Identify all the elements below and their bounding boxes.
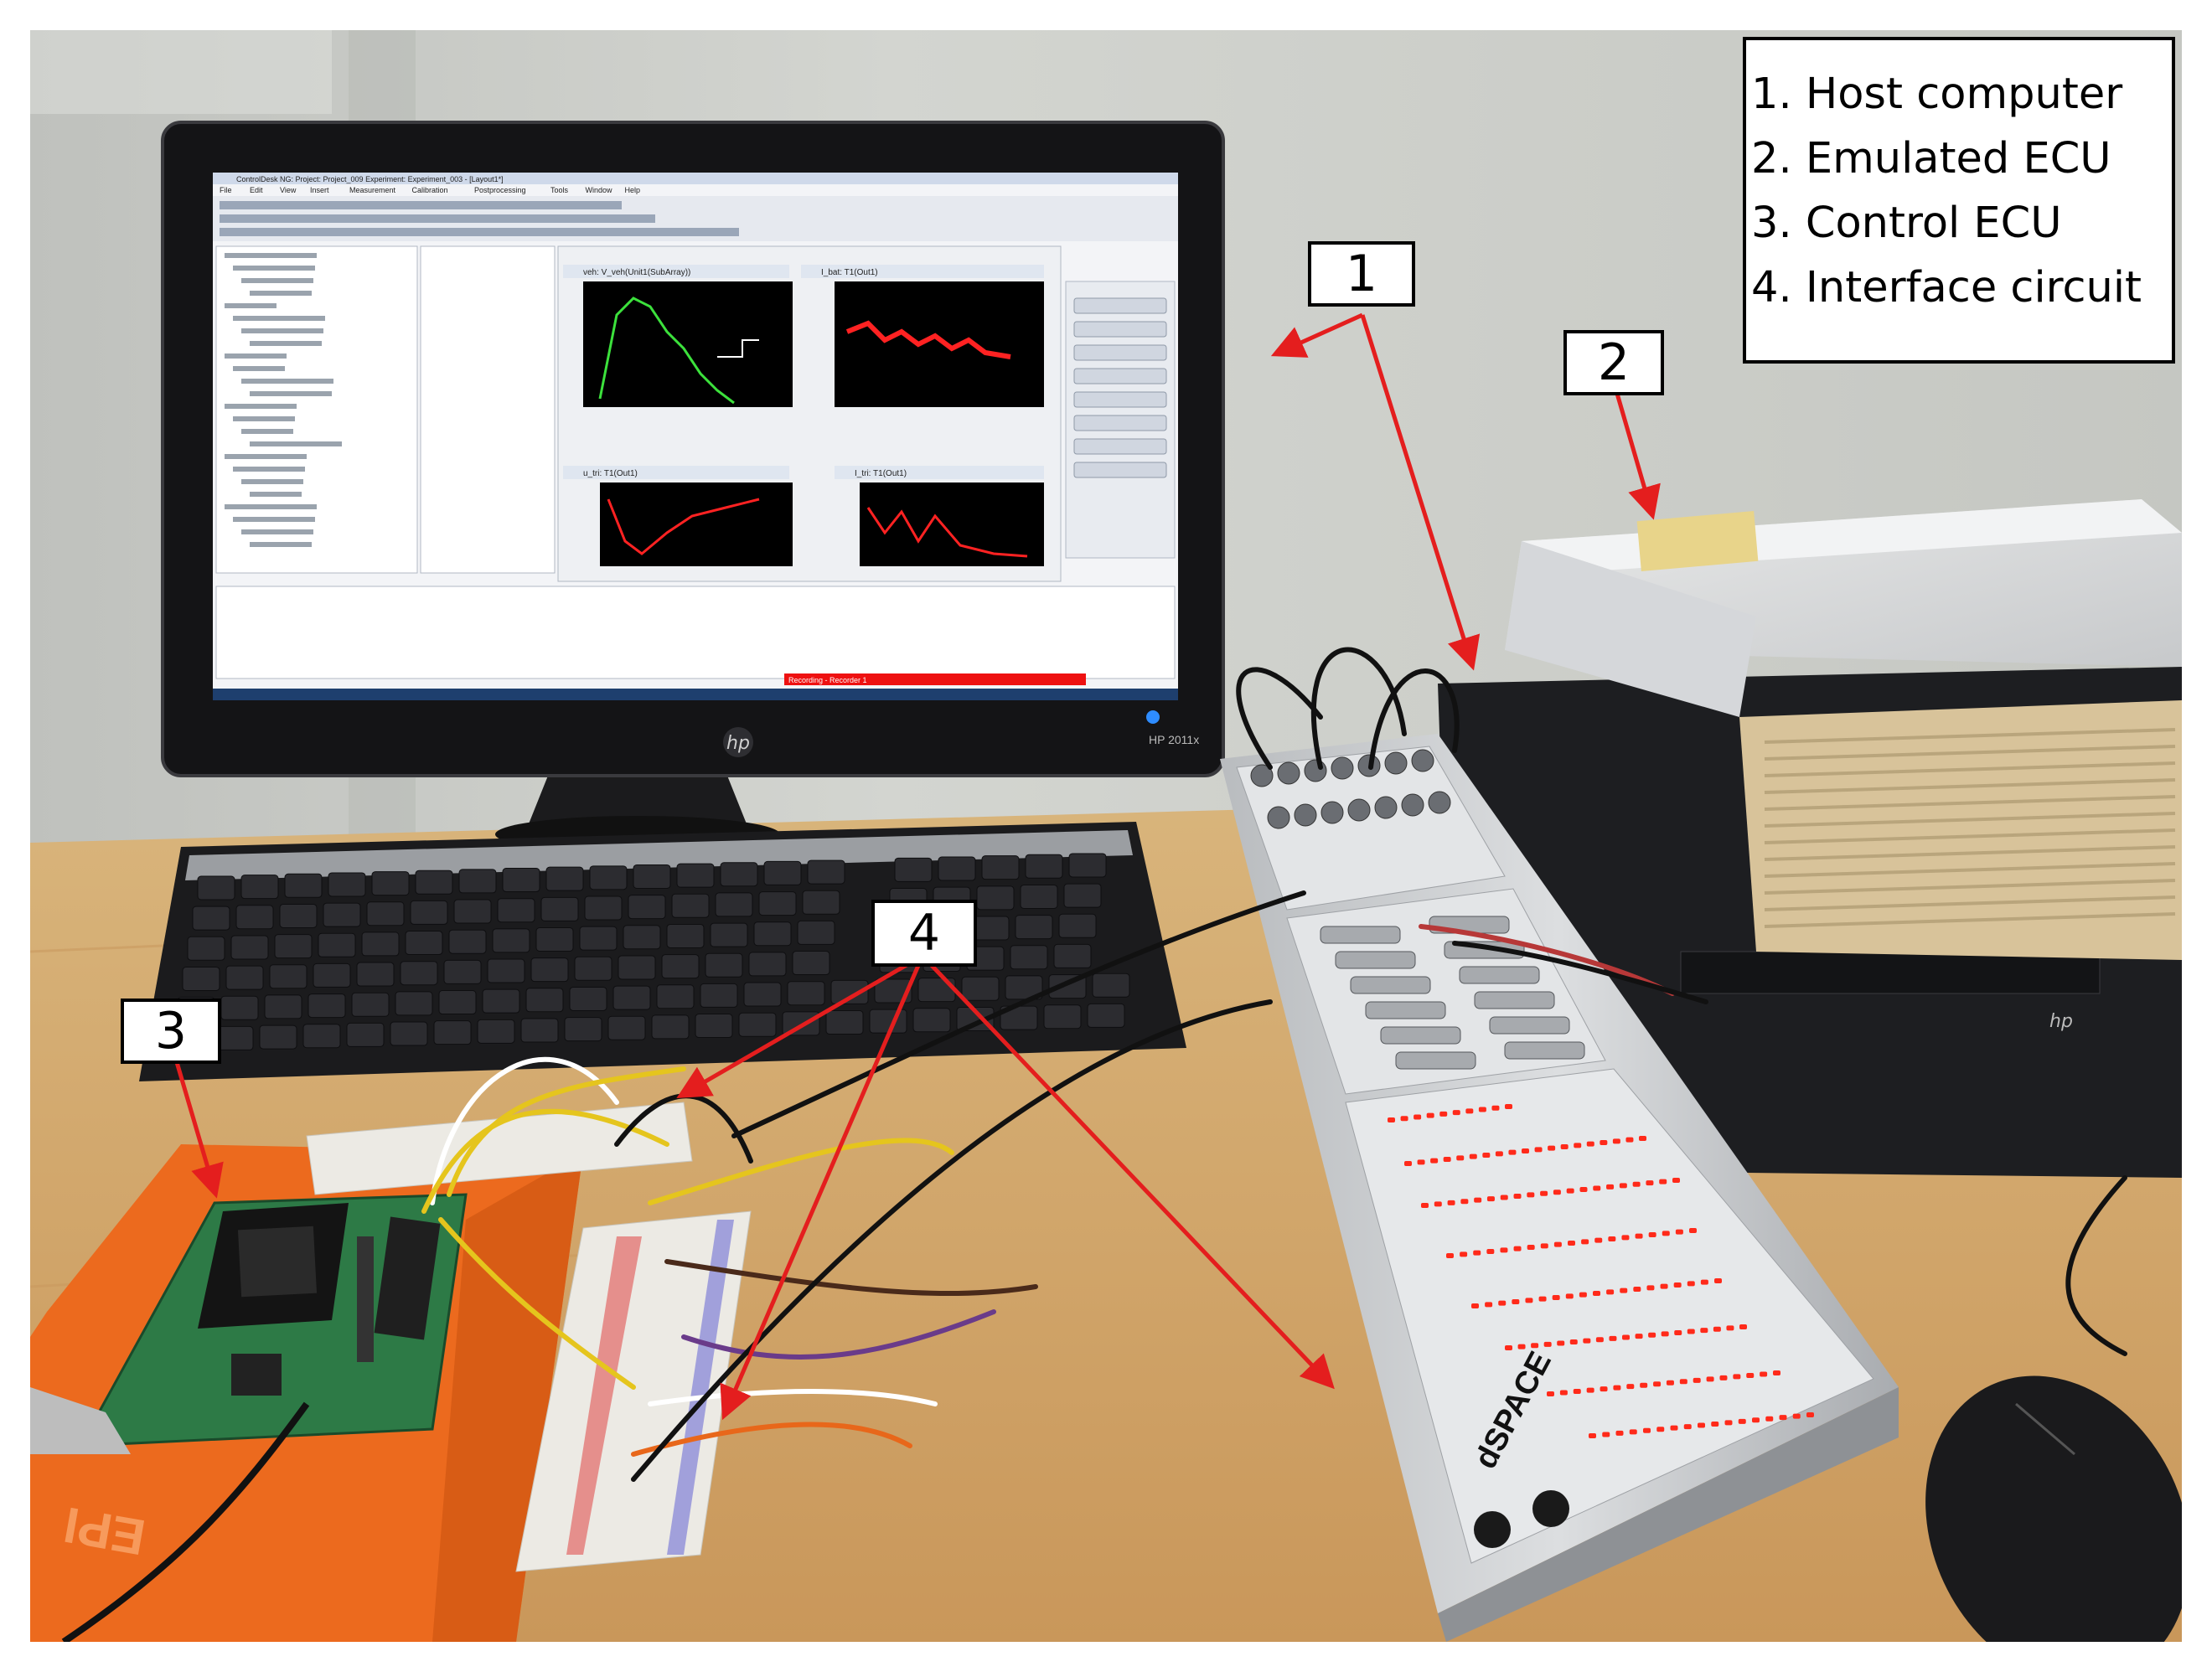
plot-title-4: I_tri: T1(Out1) [855, 469, 907, 478]
breadboards [306, 1102, 752, 1572]
plot-panel-2: I_bat: T1(Out1) [801, 265, 1044, 407]
photo-illustration: hp HP 2011x ControlDesk NG: Project: Pro… [30, 30, 2182, 1642]
control-ecu-board [30, 1193, 468, 1642]
wires [421, 647, 2127, 1482]
legend-box: 1. Host computer 2. Emulated ECU 3. Cont… [1743, 37, 2175, 364]
callout-3: 3 [121, 999, 221, 1064]
photo-scene: hp HP 2011x ControlDesk NG: Project: Pro… [30, 30, 2182, 1642]
menu-item: File [220, 186, 232, 194]
plot-panel-1: veh: V_veh(Unit1(SubArray)) [563, 265, 793, 407]
menu-bar: File Edit View Insert Measurement Calibration… [220, 186, 640, 194]
legend-item-host-computer: 1. Host computer [1751, 70, 2123, 119]
menu-item: Tools [550, 186, 569, 194]
status-bar-text: Recording - Recorder 1 [788, 676, 867, 684]
callout-2: 2 [1563, 330, 1664, 395]
menu-item: Postprocessing [474, 186, 526, 194]
svg-text:hp: hp [2049, 1011, 2073, 1032]
annotation-arrows [170, 312, 1661, 1421]
mouse [1925, 1375, 2182, 1642]
monitor-screen: ControlDesk NG: Project: Project_009 Exp… [213, 173, 1178, 700]
board-logo: EPI [59, 1496, 149, 1566]
plot-panel-3: u_tri: T1(Out1) [563, 466, 793, 566]
dspace-box: dSPACE [1220, 734, 1899, 1642]
callout-1: 1 [1308, 241, 1415, 307]
legend-item-control-ecu: 3. Control ECU [1751, 199, 2062, 248]
menu-item: Help [625, 186, 641, 194]
legend-item-emulated-ecu: 2. Emulated ECU [1751, 134, 2111, 183]
plot-title-3: u_tri: T1(Out1) [583, 469, 638, 478]
monitor: hp HP 2011x ControlDesk NG: Project: Pro… [161, 121, 1225, 853]
menu-item: View [280, 186, 297, 194]
window-title: ControlDesk NG: Project: Project_009 Exp… [236, 175, 504, 183]
menu-item: Window [586, 186, 613, 194]
menu-item: Insert [310, 186, 329, 194]
callout-4: 4 [871, 900, 977, 967]
menu-item: Calibration [412, 186, 448, 194]
plot-title-1: veh: V_veh(Unit1(SubArray)) [583, 268, 690, 277]
keyboard [139, 822, 1186, 1081]
monitor-brand: hp [726, 733, 750, 754]
plot-title-2: I_bat: T1(Out1) [821, 268, 878, 277]
menu-item: Edit [250, 186, 263, 194]
plot-panel-4: I_tri: T1(Out1) [835, 466, 1044, 566]
menu-item: Measurement [349, 186, 396, 194]
legend-item-interface-circuit: 4. Interface circuit [1751, 263, 2142, 312]
monitor-model: HP 2011x [1149, 733, 1199, 746]
